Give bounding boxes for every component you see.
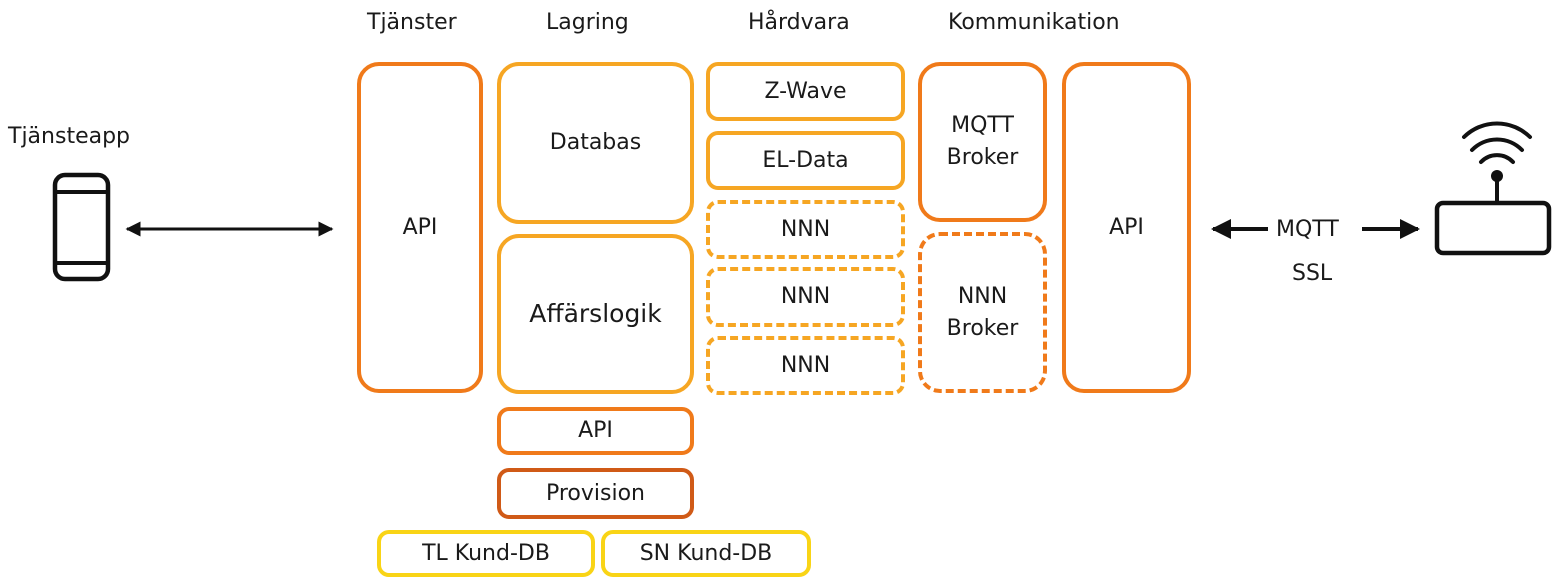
sn-customer-db-box: SN Kund-DB xyxy=(601,530,811,577)
database-box: Databas xyxy=(497,62,694,224)
nnn-broker-label: NNN Broker xyxy=(946,283,1019,341)
hardware-eldata-box: EL-Data xyxy=(706,131,905,190)
hardware-zwave-box: Z-Wave xyxy=(706,62,905,121)
communication-api-box: API xyxy=(1062,62,1191,393)
provision-box: Provision xyxy=(497,468,694,519)
provision-label: Provision xyxy=(545,480,645,506)
header-communication: Kommunikation xyxy=(948,10,1120,35)
business-logic-label: Affärslogik xyxy=(529,298,662,328)
wifi-router-icon xyxy=(1434,121,1552,256)
hardware-placeholder-label-3: NNN xyxy=(780,352,831,378)
hardware-placeholder-box-3: NNN xyxy=(706,336,905,395)
hardware-eldata-label: EL-Data xyxy=(762,147,849,173)
sn-customer-db-label: SN Kund-DB xyxy=(639,540,773,566)
tl-customer-db-box: TL Kund-DB xyxy=(377,530,595,577)
hardware-placeholder-label-2: NNN xyxy=(780,284,831,310)
connection-security-label: SSL xyxy=(1292,261,1333,286)
business-logic-box: Affärslogik xyxy=(497,234,694,394)
header-storage: Lagring xyxy=(546,10,629,35)
nnn-broker-box: NNN Broker xyxy=(918,232,1047,393)
client-label: Tjänsteapp xyxy=(8,124,131,149)
mqtt-broker-box: MQTT Broker xyxy=(918,62,1047,222)
hardware-placeholder-box-1: NNN xyxy=(706,200,905,259)
hardware-placeholder-box-2: NNN xyxy=(706,267,905,327)
storage-api-box: API xyxy=(497,407,694,455)
header-hardware: Hårdvara xyxy=(748,10,850,35)
smartphone-icon xyxy=(52,172,111,282)
hardware-placeholder-label-1: NNN xyxy=(780,216,831,242)
services-api-label: API xyxy=(402,214,438,240)
storage-api-label: API xyxy=(578,418,613,444)
mqtt-broker-label: MQTT Broker xyxy=(946,113,1019,170)
connection-protocol-label: MQTT xyxy=(1276,217,1339,242)
tl-customer-db-label: TL Kund-DB xyxy=(422,540,550,566)
communication-api-label: API xyxy=(1109,214,1144,240)
database-label: Databas xyxy=(549,130,642,156)
header-services: Tjänster xyxy=(367,10,457,35)
services-api-box: API xyxy=(357,62,483,393)
hardware-zwave-label: Z-Wave xyxy=(764,78,847,104)
